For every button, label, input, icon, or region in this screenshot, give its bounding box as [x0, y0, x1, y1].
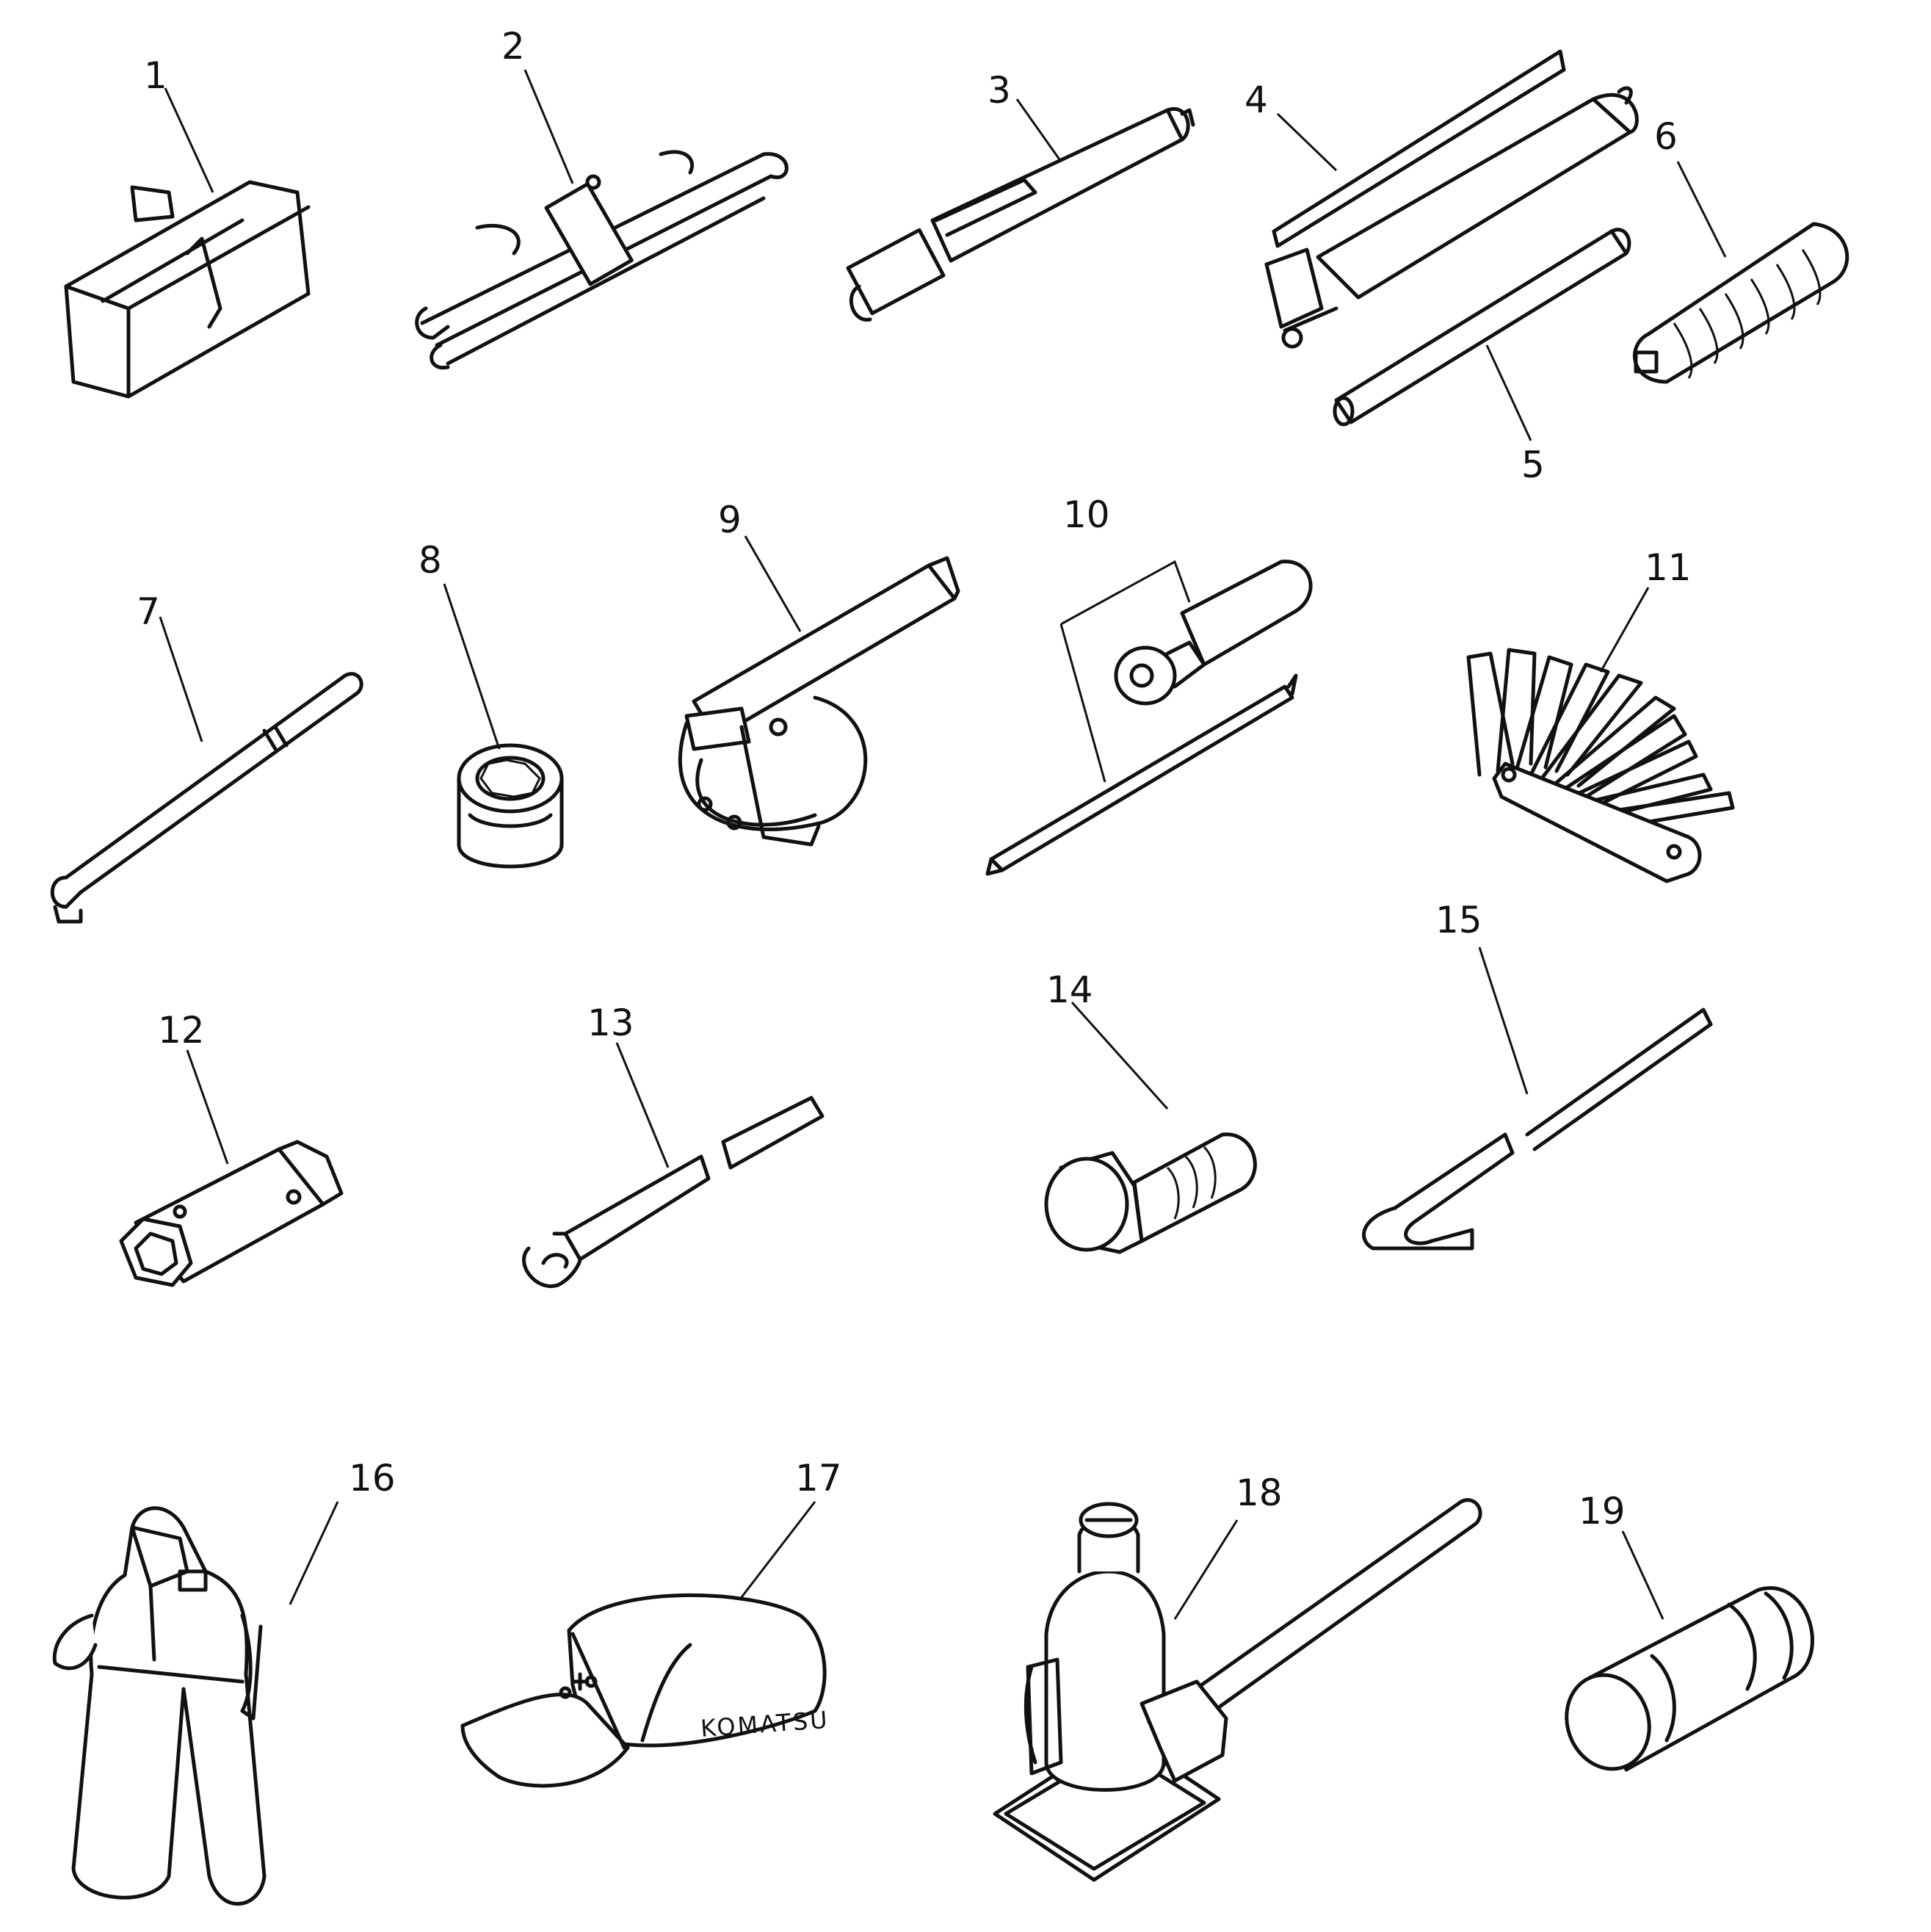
callout-1: 1 [144, 54, 167, 97]
callout-5: 5 [1521, 444, 1545, 486]
callout-17: 17 [795, 1457, 842, 1499]
callout-9: 9 [718, 499, 742, 541]
tool-bag-icon [64, 180, 311, 399]
callout-8: 8 [419, 539, 442, 582]
callout-3: 3 [988, 69, 1011, 112]
cartridge-icon [1565, 1586, 1814, 1772]
flexible-hose-icon [1632, 222, 1850, 384]
spanner-icon [522, 1096, 825, 1289]
wrench-set-icon [415, 150, 789, 370]
callout-16: 16 [349, 1457, 396, 1499]
socket-icon [457, 743, 564, 869]
callout-2: 2 [501, 25, 525, 68]
extension-pipe-icon [1333, 228, 1631, 427]
callout-13: 13 [587, 1002, 634, 1044]
callout-7: 7 [137, 590, 160, 633]
l-wrench-icon [50, 672, 363, 924]
callout-10: 10 [1063, 493, 1110, 536]
callout-6: 6 [1654, 115, 1678, 158]
callout-4: 4 [1245, 79, 1268, 121]
box-wrench-icon [119, 1140, 344, 1287]
callout-19: 19 [1579, 1490, 1626, 1533]
callout-12: 12 [158, 1009, 205, 1052]
screwdriver-icon [985, 560, 1313, 876]
callout-14: 14 [1046, 969, 1093, 1011]
grease-gun-icon [1264, 49, 1639, 349]
cap-icon: KOMATSU [460, 1593, 830, 1788]
callout-15: 15 [1435, 899, 1482, 941]
coverall-icon [52, 1506, 267, 1906]
filter-wrench-icon [678, 556, 960, 847]
bolt-icon [1044, 1132, 1257, 1254]
grease-nozzle-icon [846, 106, 1195, 322]
feeler-gauge-icon [1466, 648, 1735, 883]
bottle-jack-icon [993, 1498, 1482, 1882]
callout-11: 11 [1645, 546, 1692, 589]
pry-bar-icon [1362, 1007, 1713, 1251]
callout-18: 18 [1236, 1472, 1283, 1514]
